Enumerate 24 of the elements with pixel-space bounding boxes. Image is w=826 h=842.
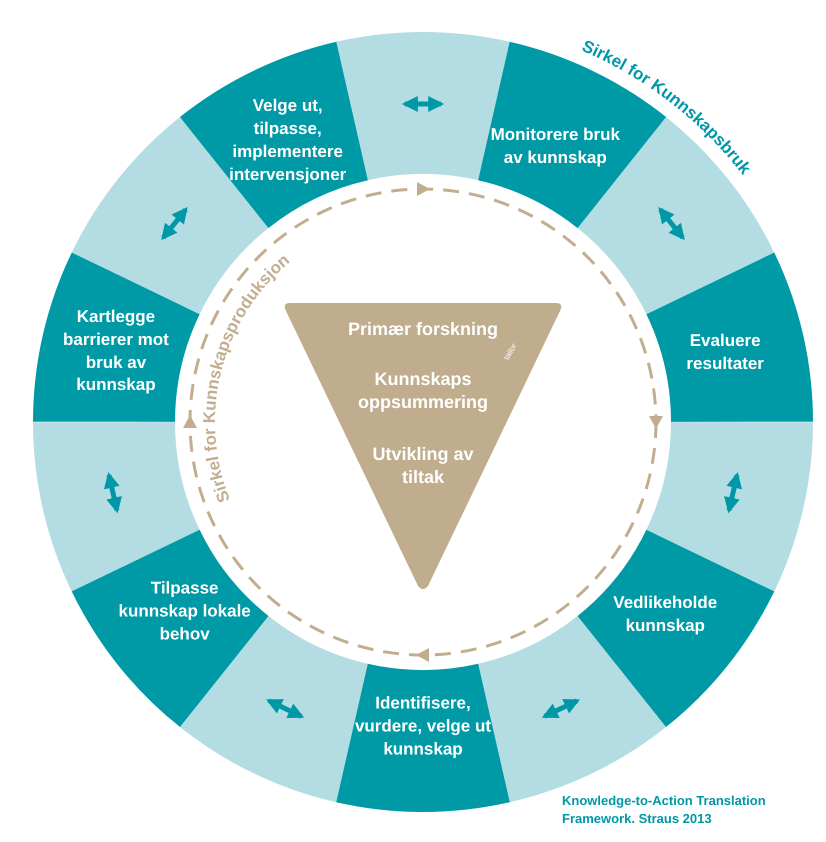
double-arrow [542, 698, 580, 719]
stage-label: Kunnskaps oppsummering [356, 368, 489, 414]
step-label: Tilpasse kunnskap lokale behov [117, 578, 252, 646]
double-arrow [724, 472, 742, 514]
step-label: Kartlegge barrierer mot bruk av kunnskap [62, 306, 170, 397]
ring-segment [646, 252, 813, 422]
double-arrow [266, 698, 304, 719]
step-label: Identifisere, vurdere, velge ut kunnskap [354, 692, 492, 760]
double-arrow [104, 472, 122, 514]
stage-label: Primær forskning [346, 318, 500, 341]
stage-label: Utvikling av tiltak [371, 443, 475, 490]
ring-segment [33, 252, 200, 422]
double-arrow [161, 207, 188, 240]
caption: Knowledge-to-Action Translation Framework. Straus 2013 [562, 792, 767, 828]
ring-segment [336, 663, 510, 812]
ring-segment [179, 41, 368, 229]
double-arrow [658, 207, 685, 240]
step-label: Velge ut, tilpasse, implementere intervensjoner [228, 94, 348, 186]
ring-segment [577, 529, 775, 728]
ring-segment [71, 529, 269, 728]
step-label: Monitorere bruk av kunnskap [490, 124, 621, 170]
double-arrow [402, 96, 444, 112]
step-label: Vedlikeholde kunnskap [612, 592, 718, 638]
step-label: Evaluere resultater [685, 330, 765, 375]
